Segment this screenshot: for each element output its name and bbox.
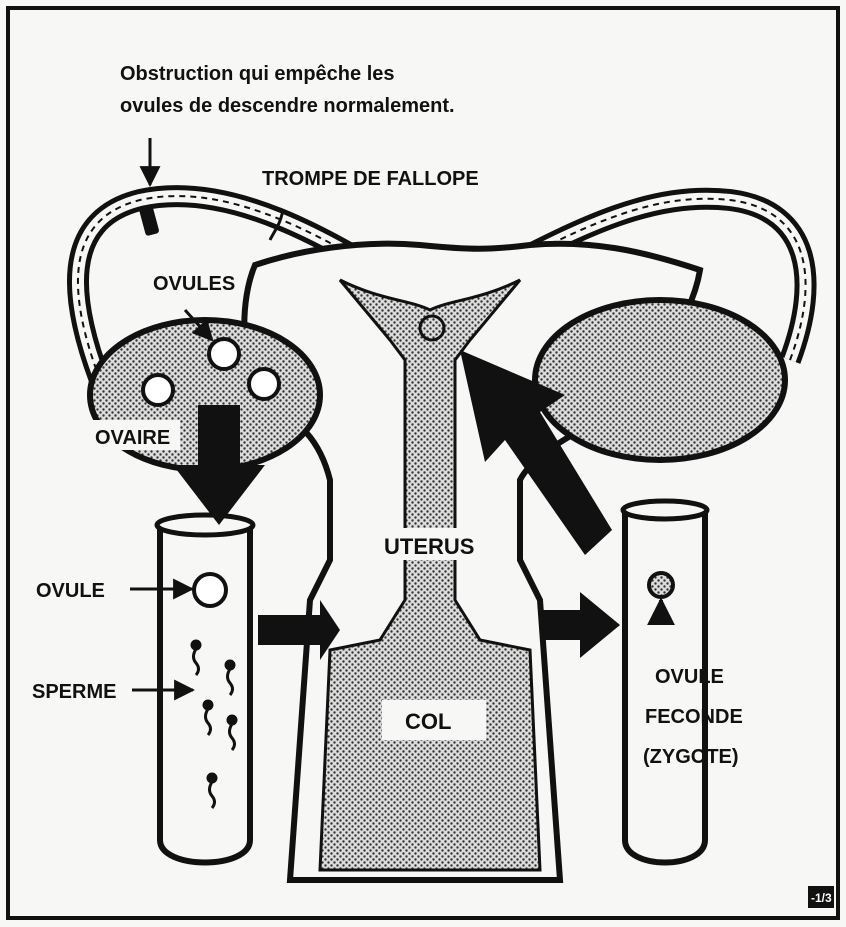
label-trompe: TROMPE DE FALLOPE [262,168,479,190]
zygote-in-tube [649,573,673,597]
arrow-right-right [540,592,620,658]
ovule-in-tube [194,574,226,606]
label-ovule: OVULE [36,580,105,602]
obstruction-mark [138,204,159,237]
label-ovules: OVULES [153,273,235,295]
implanted-zygote [420,316,444,340]
corner-mark-text: -1/3 [811,891,832,905]
ovule-circle [209,339,239,369]
obstruction-line2: ovules de descendre normalement. [120,95,455,117]
ovule-circle [143,375,173,405]
ovule-circle [249,369,279,399]
label-uterus: UTERUS [384,534,474,559]
label-ovaire: OVAIRE [95,427,170,449]
obstruction-line1: Obstruction qui empêche les [120,63,395,85]
right-ovary [535,300,785,460]
label-ovule-feconde-3: (ZYGOTE) [643,746,739,768]
label-col: COL [405,709,451,734]
label-sperme: SPERME [32,681,116,703]
label-ovule-feconde-2: FECONDE [645,706,743,728]
label-ovule-feconde-1: OVULE [655,666,724,688]
